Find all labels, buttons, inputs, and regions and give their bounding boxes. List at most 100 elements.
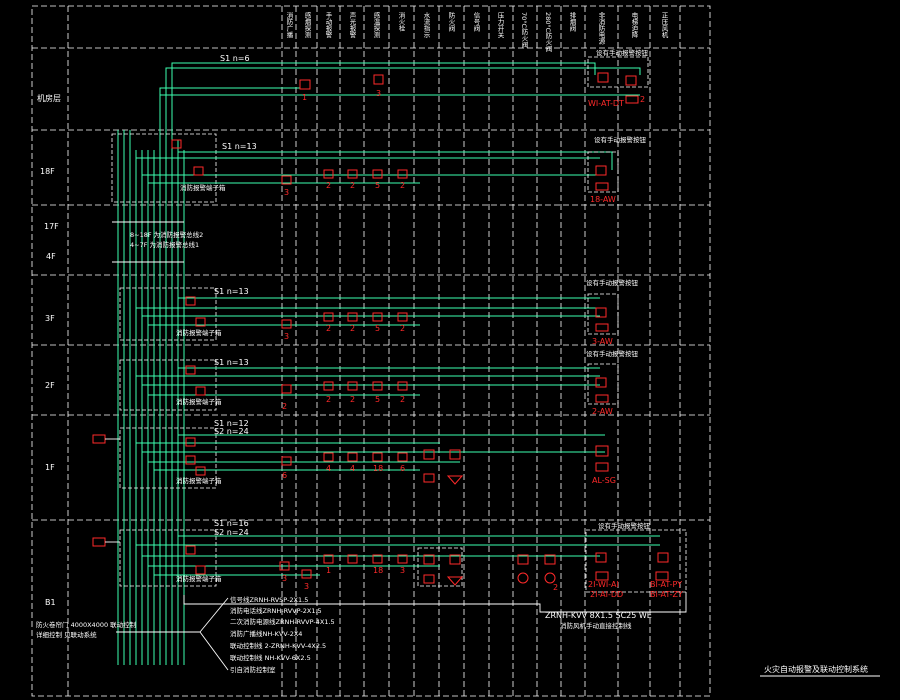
- f3-count-1: 3: [284, 332, 289, 341]
- roof-panel-label: WI-AT-DT: [588, 99, 624, 108]
- b1-count-3: 1: [326, 566, 331, 575]
- f18-count-5: 2: [400, 181, 405, 190]
- f18-panel-label: 18-AW: [590, 195, 616, 204]
- col-header-9: 信号阀: [472, 11, 480, 33]
- col-header-6: 消火栓: [397, 11, 405, 33]
- roof-count-2: 3: [376, 89, 381, 98]
- floor-label-2f: 2F: [45, 381, 55, 390]
- floor-label-b1: B1: [45, 598, 56, 607]
- col-header-2: 感烟探测: [303, 11, 311, 40]
- f2-count-5: 2: [400, 395, 405, 404]
- cable-note-5: 联动控制线 2-ZRNH-KVV-4X2.5: [230, 641, 326, 650]
- col-header-12: 280°C防火阀: [544, 12, 552, 53]
- roof-speaker-icon: [299, 79, 311, 90]
- floor-dividers: [32, 47, 710, 521]
- riser-note-2: 4~7F 为消防报警总线1: [130, 240, 199, 249]
- riser-note-1: 8~18F 为消防报警总线2: [130, 230, 203, 239]
- roof-bus-label: S1 n=6: [220, 54, 250, 63]
- f3-count-4: 5: [375, 324, 380, 333]
- cable-note-3: 二次消防电源线ZRNH-RVVP-4X1.5: [230, 617, 335, 626]
- f3-panel-tag: 设有手动报警按钮: [586, 278, 639, 287]
- col-header-15: 电梯迫降: [630, 11, 638, 40]
- col-header-10: 压力开关: [496, 12, 504, 40]
- f1-bus-label-a: S1 n=12: [214, 419, 249, 428]
- bottom-cable-label: ZRNH-KVV 8X1.5 SC25 WE: [545, 611, 652, 620]
- f3-count-5: 2: [400, 324, 405, 333]
- left-note-1: 防火卷帘门 4000X4000 联动控制: [36, 620, 137, 629]
- cable-note-4: 消防广播线NH-KVV-2X4: [230, 629, 302, 638]
- left-note-2: 详细控制 见联动系统: [36, 630, 97, 639]
- col-header-5: 感温探测: [372, 11, 380, 40]
- floor-labels: 机房层 18F 17F 4F 3F 2F 1F B1: [37, 93, 61, 607]
- roof-panel-tag: 设有手动报警按钮: [596, 48, 649, 57]
- col-header-16: 正压风机: [660, 12, 668, 40]
- diagram-title: 火灾自动报警及联动控制系统: [764, 664, 868, 674]
- floor-label-1f: 1F: [45, 463, 55, 472]
- cable-notes: 信号线ZRNH-RVSP-2X1.5 消防电话线ZRNH-RVVP-2X1.5 …: [36, 595, 335, 674]
- f3-count-3: 2: [350, 324, 355, 333]
- f18-terminal-label: 消防报警端子箱: [180, 183, 226, 192]
- b1-bus-label-a: S1 n=16: [214, 519, 249, 528]
- f1-count-2: 4: [326, 464, 331, 473]
- b1-count-6: 2: [553, 583, 558, 592]
- f18-count-1: 3: [284, 188, 289, 197]
- b1-count-5: 3: [400, 566, 405, 575]
- floor-2f-bus: S1 n=13 消防报警端子箱 2 2 2 5 2 设有手动报警按钮 2-AW: [119, 349, 639, 416]
- f2-terminal-label: 消防报警端子箱: [176, 397, 222, 406]
- cable-note-7: 引自消防控制室: [230, 665, 276, 674]
- b1-terminal-label: 消防报警端子箱: [176, 574, 222, 583]
- roof-count-3: 2: [640, 95, 645, 104]
- f2-panel-tag: 设有手动报警按钮: [586, 349, 639, 358]
- f18-bus-label: S1 n=13: [222, 142, 257, 151]
- floor-label-4f: 4F: [46, 252, 56, 261]
- b1-count-2: 3: [304, 582, 309, 591]
- f2-count-1: 2: [282, 402, 287, 411]
- floor-label-roof: 机房层: [37, 93, 61, 103]
- bottom-cable-label-2: 消防风机手动直接控制线: [560, 621, 632, 630]
- col-header-13: 排烟阀: [568, 11, 576, 33]
- f1-count-1: 6: [282, 471, 287, 480]
- roof-bus: S1 n=6 1 3 设有手动报警按钮 2 WI-AT-DT: [159, 48, 649, 125]
- f2-panel-label: 2-AW: [592, 407, 613, 416]
- cable-note-6: 联动控制线 NH-KVV-6X2.5: [230, 653, 311, 662]
- cable-note-2: 消防电话线ZRNH-RVVP-2X1.5: [230, 606, 322, 615]
- f1-count-3: 4: [350, 464, 355, 473]
- column-dividers: [295, 6, 681, 696]
- f2-count-4: 5: [375, 395, 380, 404]
- col-header-14: 非消防电源: [597, 11, 605, 46]
- f18-count-2: 2: [326, 181, 331, 190]
- floor-3f-bus: S1 n=13 消防报警端子箱 3 2 2 5 2 设有手动报警按钮 3-AW: [119, 278, 639, 346]
- f2-bus-label: S1 n=13: [214, 358, 249, 367]
- col-header-11: 70°C防火阀: [520, 12, 528, 49]
- b1-panel-label-d: BI-AT-ZY: [650, 590, 683, 599]
- vertical-risers: [117, 75, 185, 665]
- floor-18f-bus: S1 n=13 消防报警端子箱 3 2 2 5 2 设有手动报警按钮 18-AW: [111, 133, 647, 204]
- b1-panel-label-a: 2I-WI-AI: [588, 580, 619, 589]
- b1-panel-label-b: 2I-AI-DD: [590, 590, 623, 599]
- col-header-7: 水流指示: [422, 11, 430, 39]
- floor-b1-bus: S1 n=16 S2 n=24 消防报警端子箱 3 3 1 18 3 2 设有手…: [92, 519, 687, 630]
- b1-count-4: 18: [373, 566, 383, 575]
- f1-count-5: 6: [400, 464, 405, 473]
- f1-bus-label-b: S2 n=24: [214, 427, 249, 436]
- col-header-4: 声光报警: [348, 11, 356, 40]
- riser-note: 8~18F 为消防报警总线2 4~7F 为消防报警总线1: [112, 221, 203, 263]
- cable-note-1: 信号线ZRNH-RVSP-2X1.5: [230, 595, 308, 604]
- floor-label-3f: 3F: [45, 314, 55, 323]
- f1-count-4: 18: [373, 464, 383, 473]
- f1-terminal-label: 消防报警端子箱: [176, 476, 222, 485]
- f3-panel-label: 3-AW: [592, 337, 613, 346]
- f2-count-3: 2: [350, 395, 355, 404]
- f3-bus-label: S1 n=13: [214, 287, 249, 296]
- diagram-frame: [31, 5, 711, 697]
- col-header-1: 消防广播: [285, 11, 293, 40]
- roof-alarm-icon: [373, 74, 384, 85]
- f1-panel-label: AL-SG: [592, 476, 616, 485]
- b1-panel-label-c: BI-AT-PY: [650, 580, 682, 589]
- floor-label-17f: 17F: [44, 222, 59, 231]
- column-headers: 消防广播 感烟探测 手动报警 声光报警 感温探测 消火栓 水流指示 防火阀 信号…: [285, 11, 668, 53]
- floor-1f-bus: S1 n=12 S2 n=24 消防报警端子箱 6 4 4 18 6 AL-SG: [92, 419, 616, 489]
- col-header-8: 防火阀: [447, 11, 455, 33]
- roof-count-1: 1: [302, 93, 307, 102]
